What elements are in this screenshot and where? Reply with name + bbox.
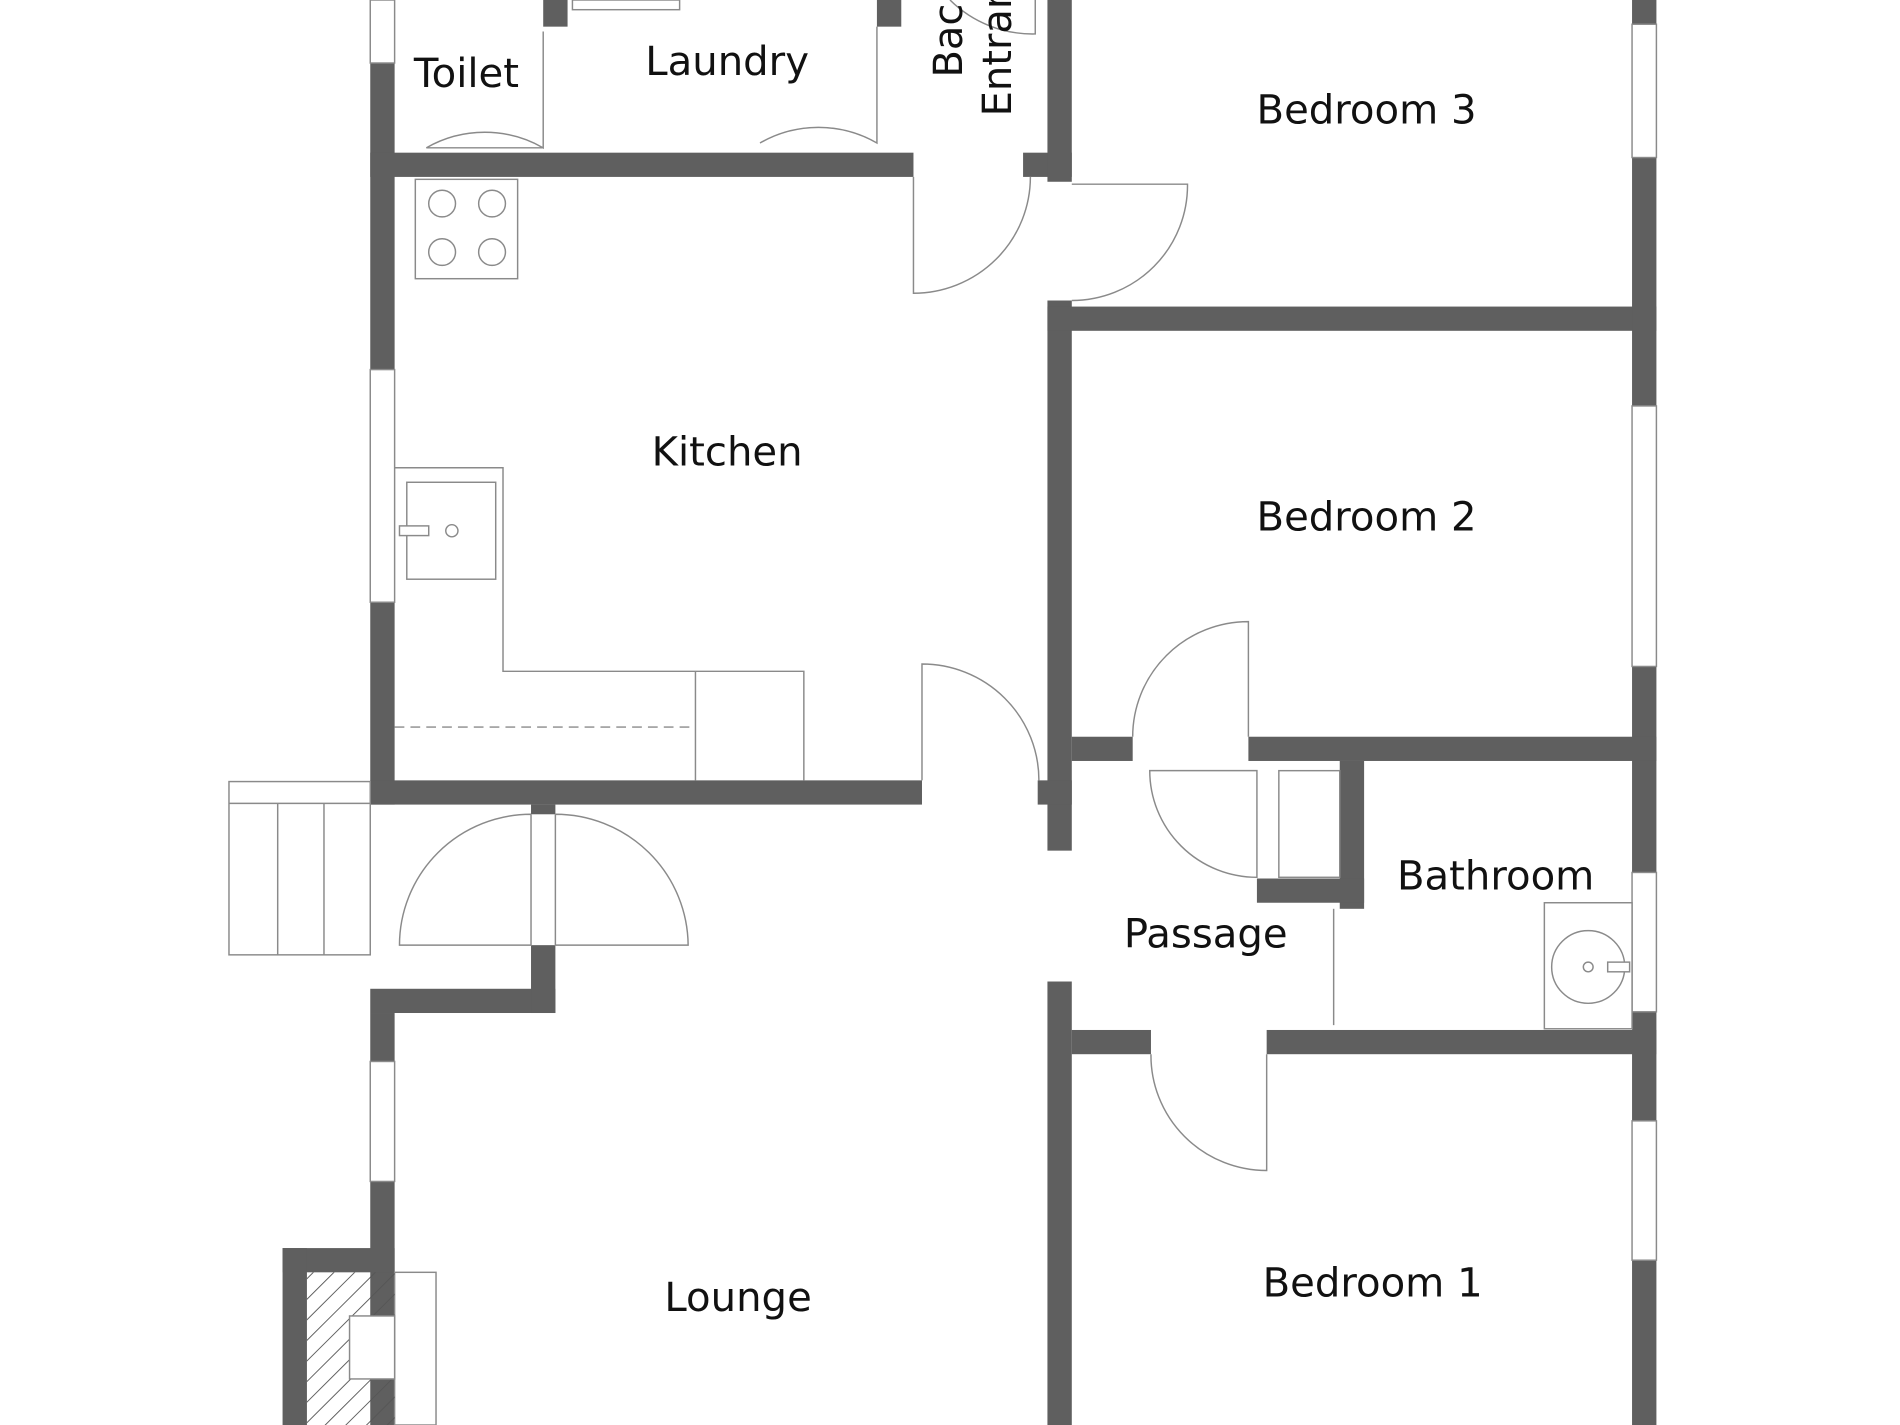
fireplace-hearth xyxy=(393,1271,437,1425)
door-back-outer[interactable] xyxy=(949,0,1036,35)
label-bedroom3: Bedroom 3 xyxy=(1257,88,1477,134)
label-back-entrance-1: Back xyxy=(926,0,972,78)
label-passage: Passage xyxy=(1124,912,1288,958)
label-kitchen: Kitchen xyxy=(652,429,803,475)
walls xyxy=(282,0,1658,1425)
label-bedroom2: Bedroom 2 xyxy=(1257,495,1477,541)
door-bedroom1[interactable] xyxy=(1150,1054,1268,1172)
door-laundry[interactable] xyxy=(759,26,878,145)
door-bedroom2[interactable] xyxy=(1131,620,1250,737)
label-toilet: Toilet xyxy=(413,51,519,97)
door-toilet[interactable] xyxy=(425,31,544,150)
door-back-entrance[interactable] xyxy=(912,176,1032,294)
door-bedroom3[interactable] xyxy=(1071,183,1189,302)
room-labels: Toilet Laundry Back Entrance Bedroom 3 K… xyxy=(413,0,1594,1321)
steps xyxy=(228,780,371,956)
label-back-entrance-2: Entrance xyxy=(975,0,1021,116)
door-front-right[interactable] xyxy=(554,813,689,946)
label-bedroom1: Bedroom 1 xyxy=(1263,1261,1483,1307)
door-kitchen[interactable] xyxy=(921,663,1040,781)
label-laundry: Laundry xyxy=(645,39,809,85)
door-cupboard[interactable] xyxy=(1149,769,1258,879)
label-bathroom: Bathroom xyxy=(1397,854,1594,900)
fixtures xyxy=(228,0,1633,1425)
label-lounge: Lounge xyxy=(664,1275,811,1321)
doors xyxy=(398,0,1268,1172)
door-front-left[interactable] xyxy=(398,813,532,946)
